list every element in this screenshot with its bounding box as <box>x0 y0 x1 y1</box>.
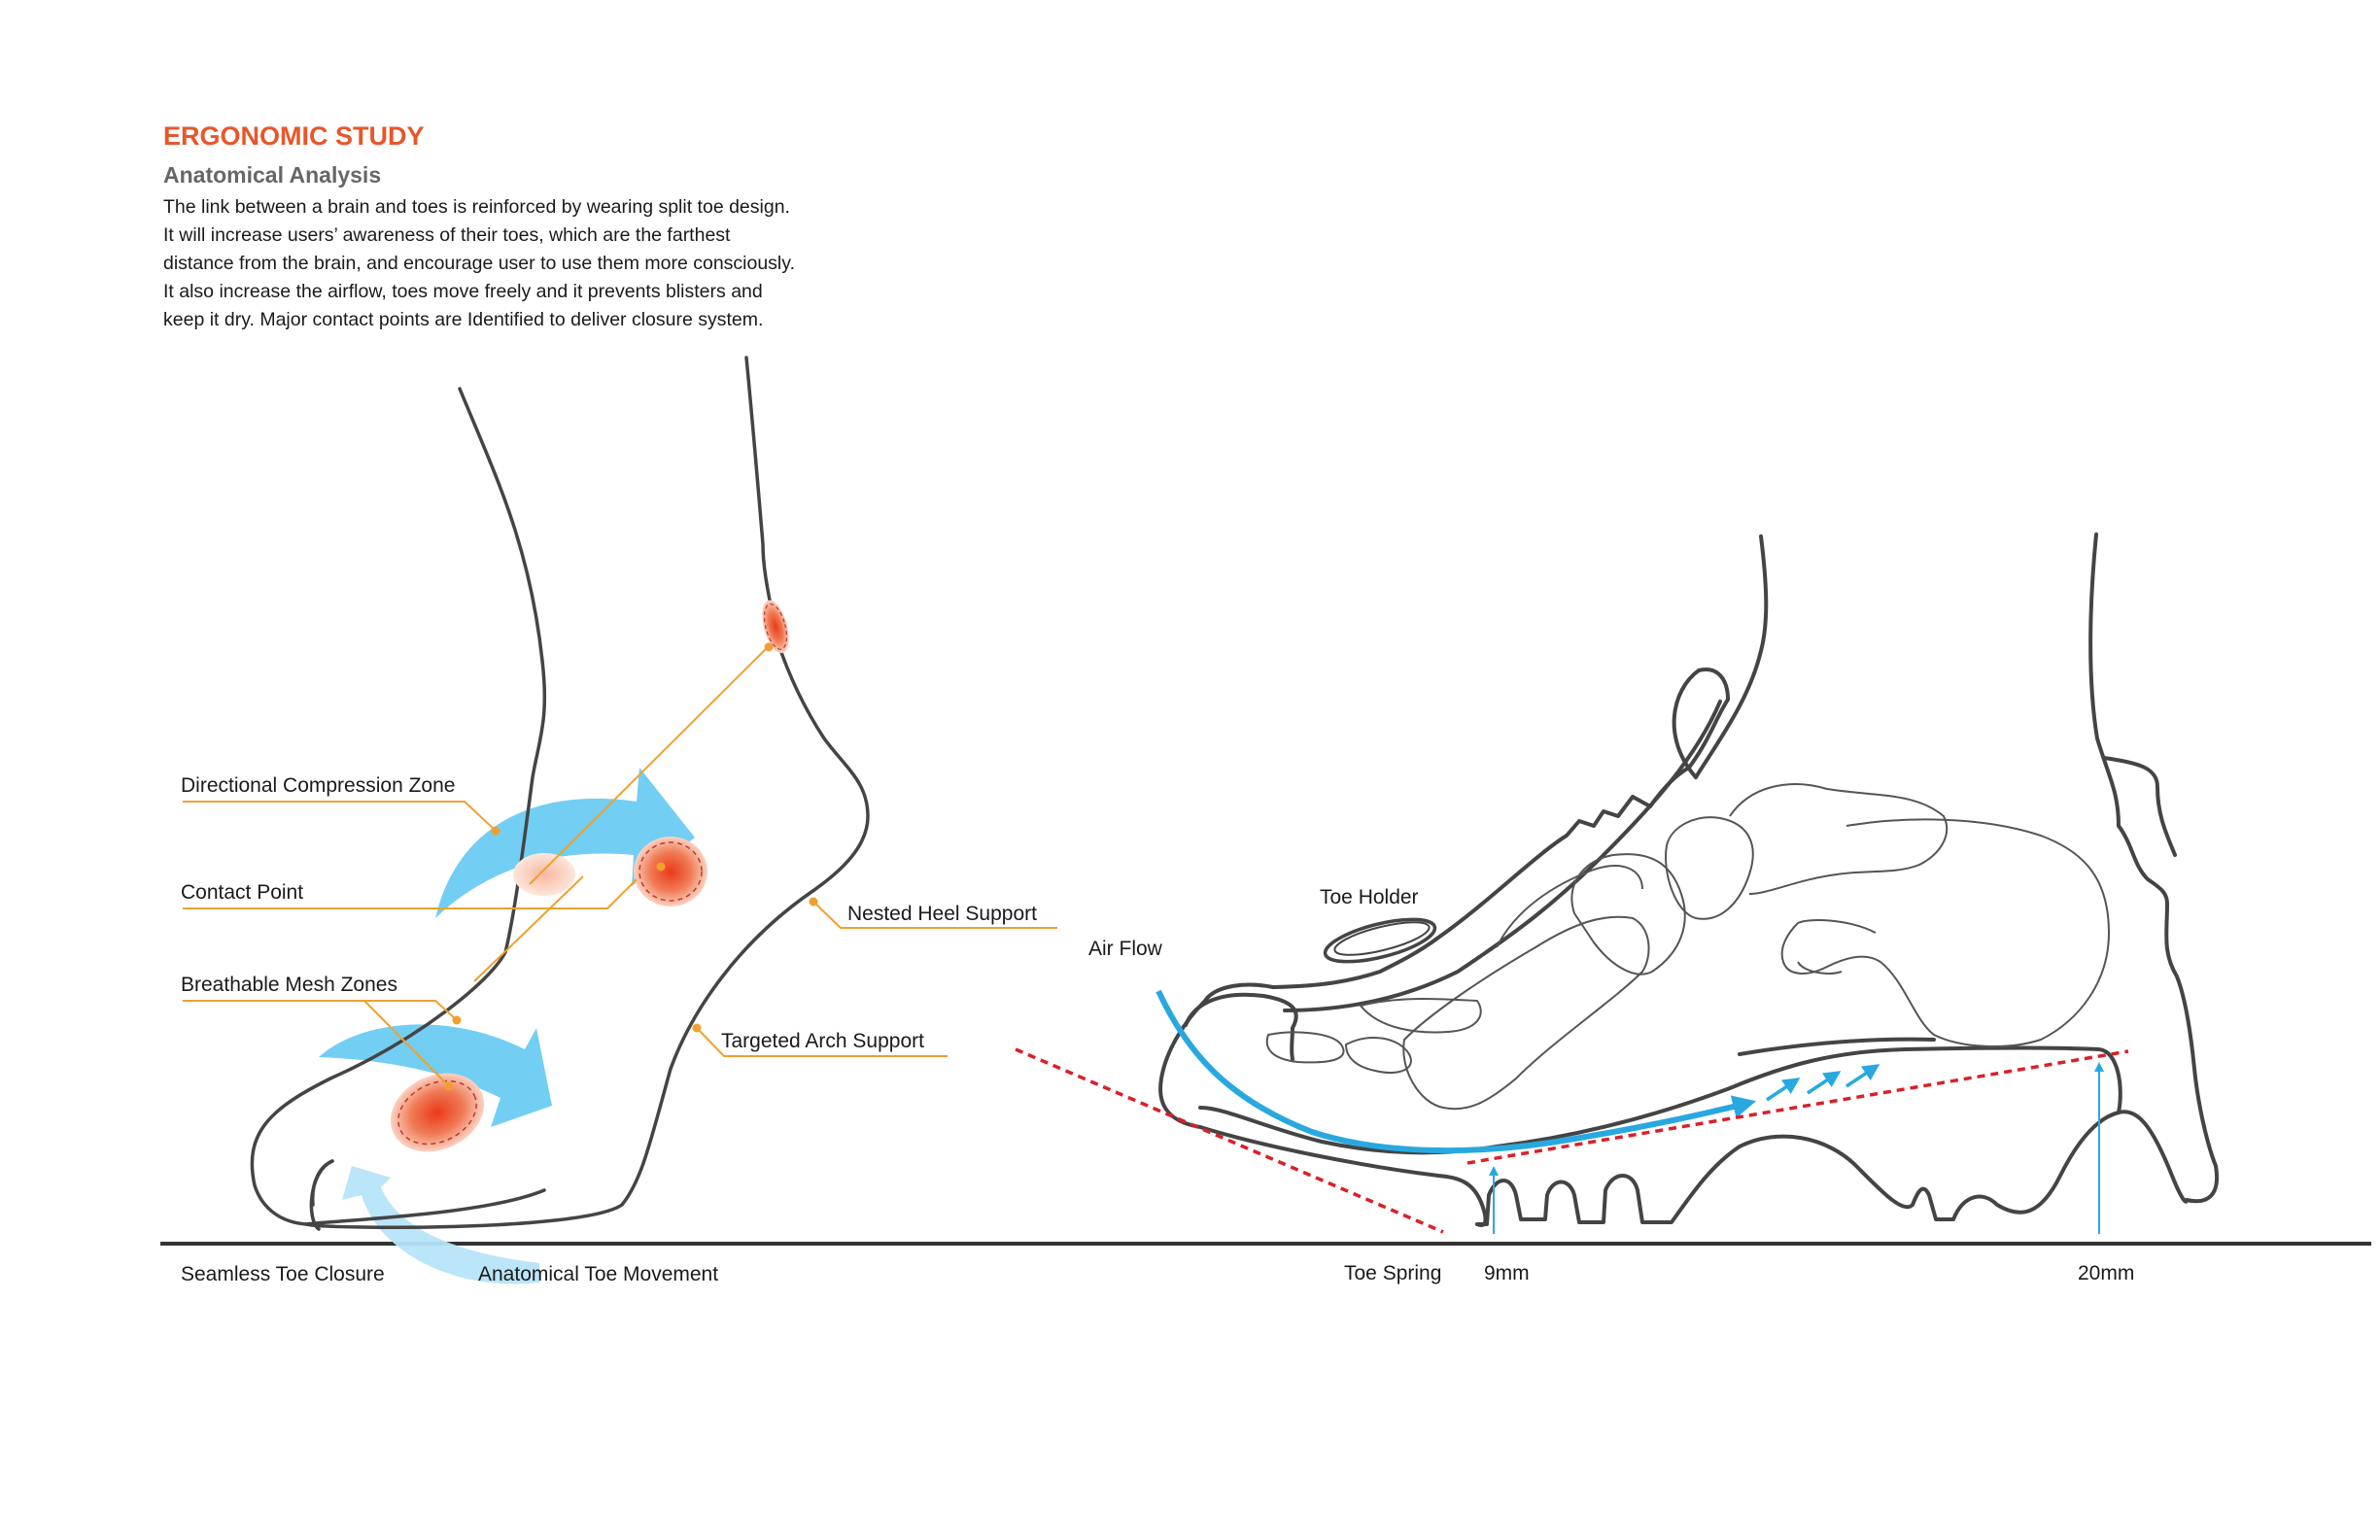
foot-outline <box>250 356 870 1230</box>
compression-arrow-icon <box>435 768 695 918</box>
bone-calcaneus <box>1780 818 2110 1047</box>
description-text: The link between a brain and toes is rei… <box>163 196 795 330</box>
leader-arch <box>696 1027 948 1057</box>
shoe-outsole <box>1475 1110 2189 1226</box>
leader-heel <box>812 901 1057 929</box>
bone-cuneiform <box>1570 853 1686 975</box>
bone-tibia-joint <box>1797 919 1877 975</box>
shoe-arch-piece <box>1738 1037 1936 1056</box>
toe-detail-line <box>309 1159 334 1231</box>
shoe-insole <box>1198 1045 2122 1155</box>
toe-holder-strap <box>1323 917 1437 964</box>
bone-navicular <box>1665 816 1754 920</box>
label-heel-height: 20mm <box>2078 1262 2134 1284</box>
bone-talus <box>1729 783 1949 895</box>
air-flow-small-arrows <box>1766 1064 1880 1102</box>
label-arch-support: Targeted Arch Support <box>721 1030 924 1052</box>
leader-contact <box>183 878 638 909</box>
toe-holder-strap-inner <box>1333 921 1431 956</box>
toe-split-line <box>304 1159 546 1226</box>
shoe-lining <box>1184 992 1298 1061</box>
air-flow-arrow-icon <box>1156 989 1756 1154</box>
shoe-heel-counter <box>2102 756 2220 1204</box>
leader-dot <box>444 1081 454 1091</box>
leader-dot <box>491 826 500 836</box>
leader-heel-point <box>529 648 767 885</box>
small-flow-arrow-icon <box>1766 1078 1801 1102</box>
leader-dot <box>656 862 666 872</box>
bone-toe-1 <box>1265 1031 1345 1064</box>
sole-angle-line <box>1466 1049 2129 1165</box>
label-toe-spring: Toe Spring <box>1344 1262 1441 1284</box>
leader-dot <box>809 897 818 907</box>
leader-mesh-to-blob <box>363 1000 450 1087</box>
heel-contact-ring <box>763 603 788 650</box>
foot-bones <box>1265 783 2110 1111</box>
leader-dot <box>452 1015 462 1025</box>
label-heel-support: Nested Heel Support <box>847 903 1037 925</box>
upper-contact-ring <box>638 841 703 902</box>
upper-contact-blob <box>634 837 707 907</box>
shoe-upper-inner <box>1283 700 1722 1012</box>
foot-illustration: Directional Compression Zone Contact Poi… <box>181 356 1057 1285</box>
shoe-leg-back <box>2088 532 2121 828</box>
label-front-height: 9mm <box>1484 1262 1530 1284</box>
label-toe-closure: Seamless Toe Closure <box>181 1263 385 1285</box>
leader-dot <box>692 1023 702 1033</box>
label-toe-movement: Anatomical Toe Movement <box>478 1263 718 1285</box>
label-toe-holder: Toe Holder <box>1320 886 1419 908</box>
small-flow-arrow-icon <box>1845 1064 1880 1088</box>
page-title: ERGONOMIC STUDY <box>163 121 425 151</box>
shoe-leg-front <box>1694 534 1769 779</box>
page-subtitle: Anatomical Analysis <box>163 162 382 188</box>
label-contact-point: Contact Point <box>181 881 303 904</box>
leader-mesh <box>183 1000 458 1021</box>
leader-compression <box>183 801 497 832</box>
bone-metatarsal-2 <box>1496 865 1643 948</box>
bone-metatarsal-1 <box>1402 915 1650 1111</box>
bone-phalanx <box>1360 997 1482 1034</box>
label-air-flow: Air Flow <box>1088 938 1163 960</box>
bone-toe-2 <box>1345 1037 1412 1074</box>
leader-dot <box>764 642 774 652</box>
shoe-illustration <box>1158 532 2220 1227</box>
label-mesh-zones: Breathable Mesh Zones <box>181 974 397 996</box>
mesh-arrow-icon <box>319 1024 552 1127</box>
label-compression-zone: Directional Compression Zone <box>181 774 455 797</box>
small-flow-arrow-icon <box>1807 1071 1842 1095</box>
leader-mesh-diag <box>473 875 584 982</box>
heel-contact-blob <box>762 599 789 654</box>
lower-contact-ring <box>397 1079 477 1146</box>
toe-movement-arrow-icon <box>342 1166 539 1284</box>
upper-contact-blob-pale <box>513 853 575 896</box>
toe-spring-line <box>1015 1047 1444 1234</box>
